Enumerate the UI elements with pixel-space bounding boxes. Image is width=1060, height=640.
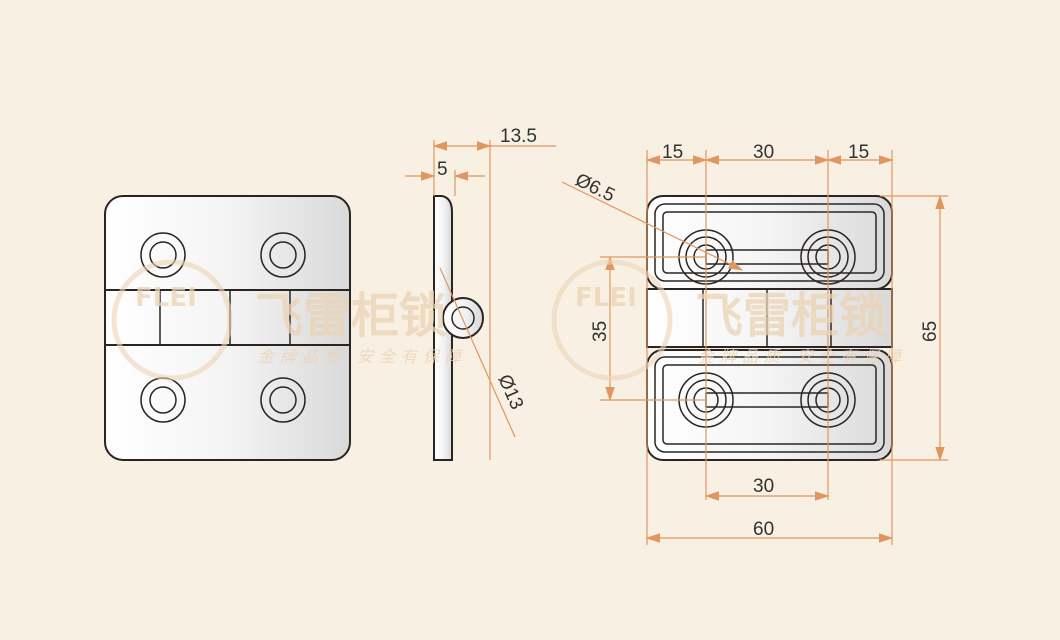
top-hole-spacing-dimension: 30 [753, 142, 774, 163]
thickness-dimension: 5 [437, 159, 448, 180]
watermark-logo: FLEI 飞雷柜锁 金牌品质 安全有保障 FLEI 飞雷柜锁 金牌品质 安全有保… [111, 259, 907, 381]
vertical-spacing-dimension: 35 [590, 321, 611, 342]
svg-text:飞雷柜锁: 飞雷柜锁 [695, 288, 887, 344]
hole-diameter-dimension: Ø6.5 [572, 170, 618, 207]
svg-text:金牌品质 安全有保障: 金牌品质 安全有保障 [698, 347, 907, 366]
svg-text:FLEI: FLEI [575, 283, 637, 313]
depth-dimension: 13.5 [500, 126, 537, 147]
right-offset-dimension: 15 [848, 142, 869, 163]
height-dimension: 65 [920, 321, 941, 342]
bottom-hole-spacing-dimension: 30 [753, 476, 774, 497]
svg-text:飞雷柜锁: 飞雷柜锁 [255, 288, 447, 344]
svg-text:FLEI: FLEI [135, 283, 197, 313]
svg-text:金牌品质 安全有保障: 金牌品质 安全有保障 [258, 347, 467, 366]
width-dimension: 60 [753, 519, 774, 540]
left-offset-dimension: 15 [662, 142, 683, 163]
knuckle-diameter-dimension: Ø13 [493, 371, 527, 412]
top-view: 15 30 15 Ø6.5 35 65 30 60 [561, 142, 948, 545]
side-view: 5 13.5 Ø13 [405, 126, 556, 461]
